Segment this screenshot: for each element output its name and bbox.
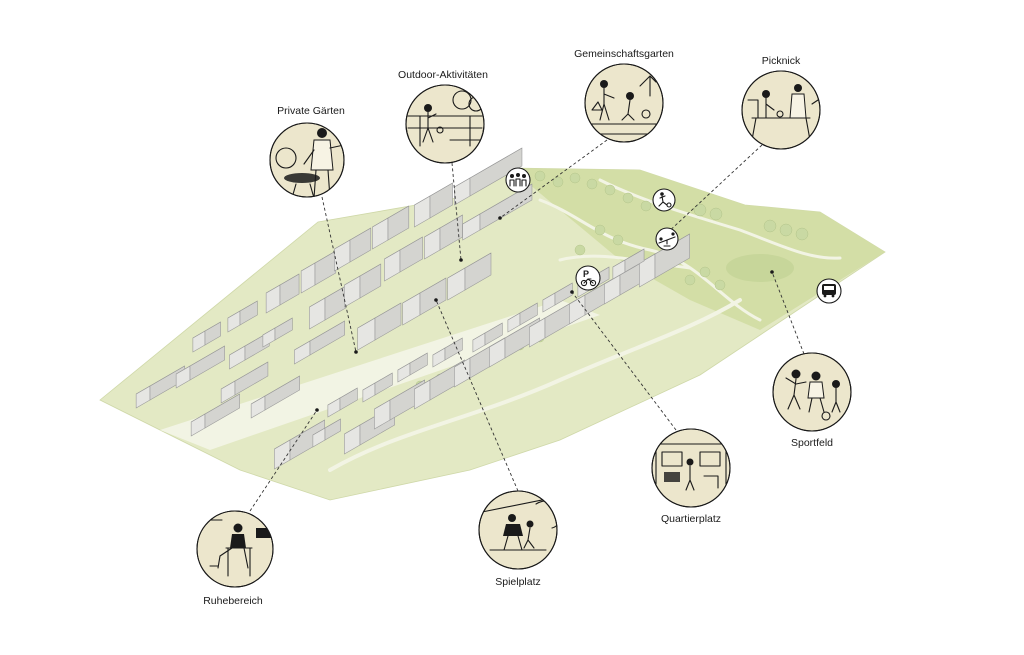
vignette-community-garden — [584, 63, 664, 143]
building-block — [192, 321, 221, 353]
building-block — [507, 302, 538, 333]
vignette-outdoor — [405, 84, 485, 164]
building-block — [227, 300, 258, 333]
building-block — [294, 320, 345, 365]
building-block — [300, 250, 337, 294]
label-quarter-square: Quartierplatz — [661, 513, 721, 525]
building-block — [462, 183, 533, 241]
building-block — [312, 418, 341, 448]
building-block — [265, 273, 300, 314]
building-block — [397, 352, 428, 383]
building-block — [402, 277, 447, 326]
building-block — [175, 345, 225, 389]
building-block — [447, 252, 492, 301]
building-block — [334, 227, 372, 272]
building-block — [424, 214, 463, 260]
label-rest-area: Ruhebereich — [203, 595, 263, 607]
bus-icon — [816, 278, 842, 304]
building-block — [414, 182, 453, 228]
vignette-rest-area — [196, 510, 274, 588]
vignette-playground — [478, 490, 558, 570]
building-block — [362, 372, 393, 403]
building-block — [454, 147, 523, 206]
building-block — [344, 263, 382, 308]
building-block — [432, 337, 463, 368]
building-block — [472, 322, 503, 353]
vignette-picnic — [741, 70, 821, 150]
label-playground: Spielplatz — [495, 576, 541, 588]
building-block — [542, 282, 573, 313]
building-block — [384, 236, 423, 282]
bike-parking-icon: P — [575, 265, 601, 291]
building-block — [612, 248, 645, 280]
building-block — [327, 387, 358, 418]
seesaw-icon — [655, 227, 679, 251]
label-community-garden: Gemeinschaftsgarten — [574, 48, 674, 60]
building-block — [220, 361, 269, 404]
buildings — [135, 147, 690, 470]
building-block — [250, 375, 300, 419]
sports-field-area — [726, 254, 794, 282]
svg-text:P: P — [583, 269, 589, 279]
vignette-private-gardens — [269, 122, 345, 198]
vignette-sports-field — [772, 352, 852, 432]
label-private-gardens: Private Gärten — [277, 105, 345, 117]
building-block — [357, 302, 402, 351]
building-block — [372, 205, 410, 250]
leader-lines — [249, 139, 805, 512]
label-sports-field: Sportfeld — [791, 437, 833, 449]
building-block — [190, 393, 240, 437]
label-outdoor: Outdoor-Aktivitäten — [398, 69, 488, 81]
vignette-quarter-square — [651, 428, 731, 508]
building-block — [262, 317, 293, 348]
label-picnic: Picknick — [762, 55, 801, 67]
ball-player-icon — [652, 188, 676, 212]
people-group-icon — [505, 167, 531, 193]
